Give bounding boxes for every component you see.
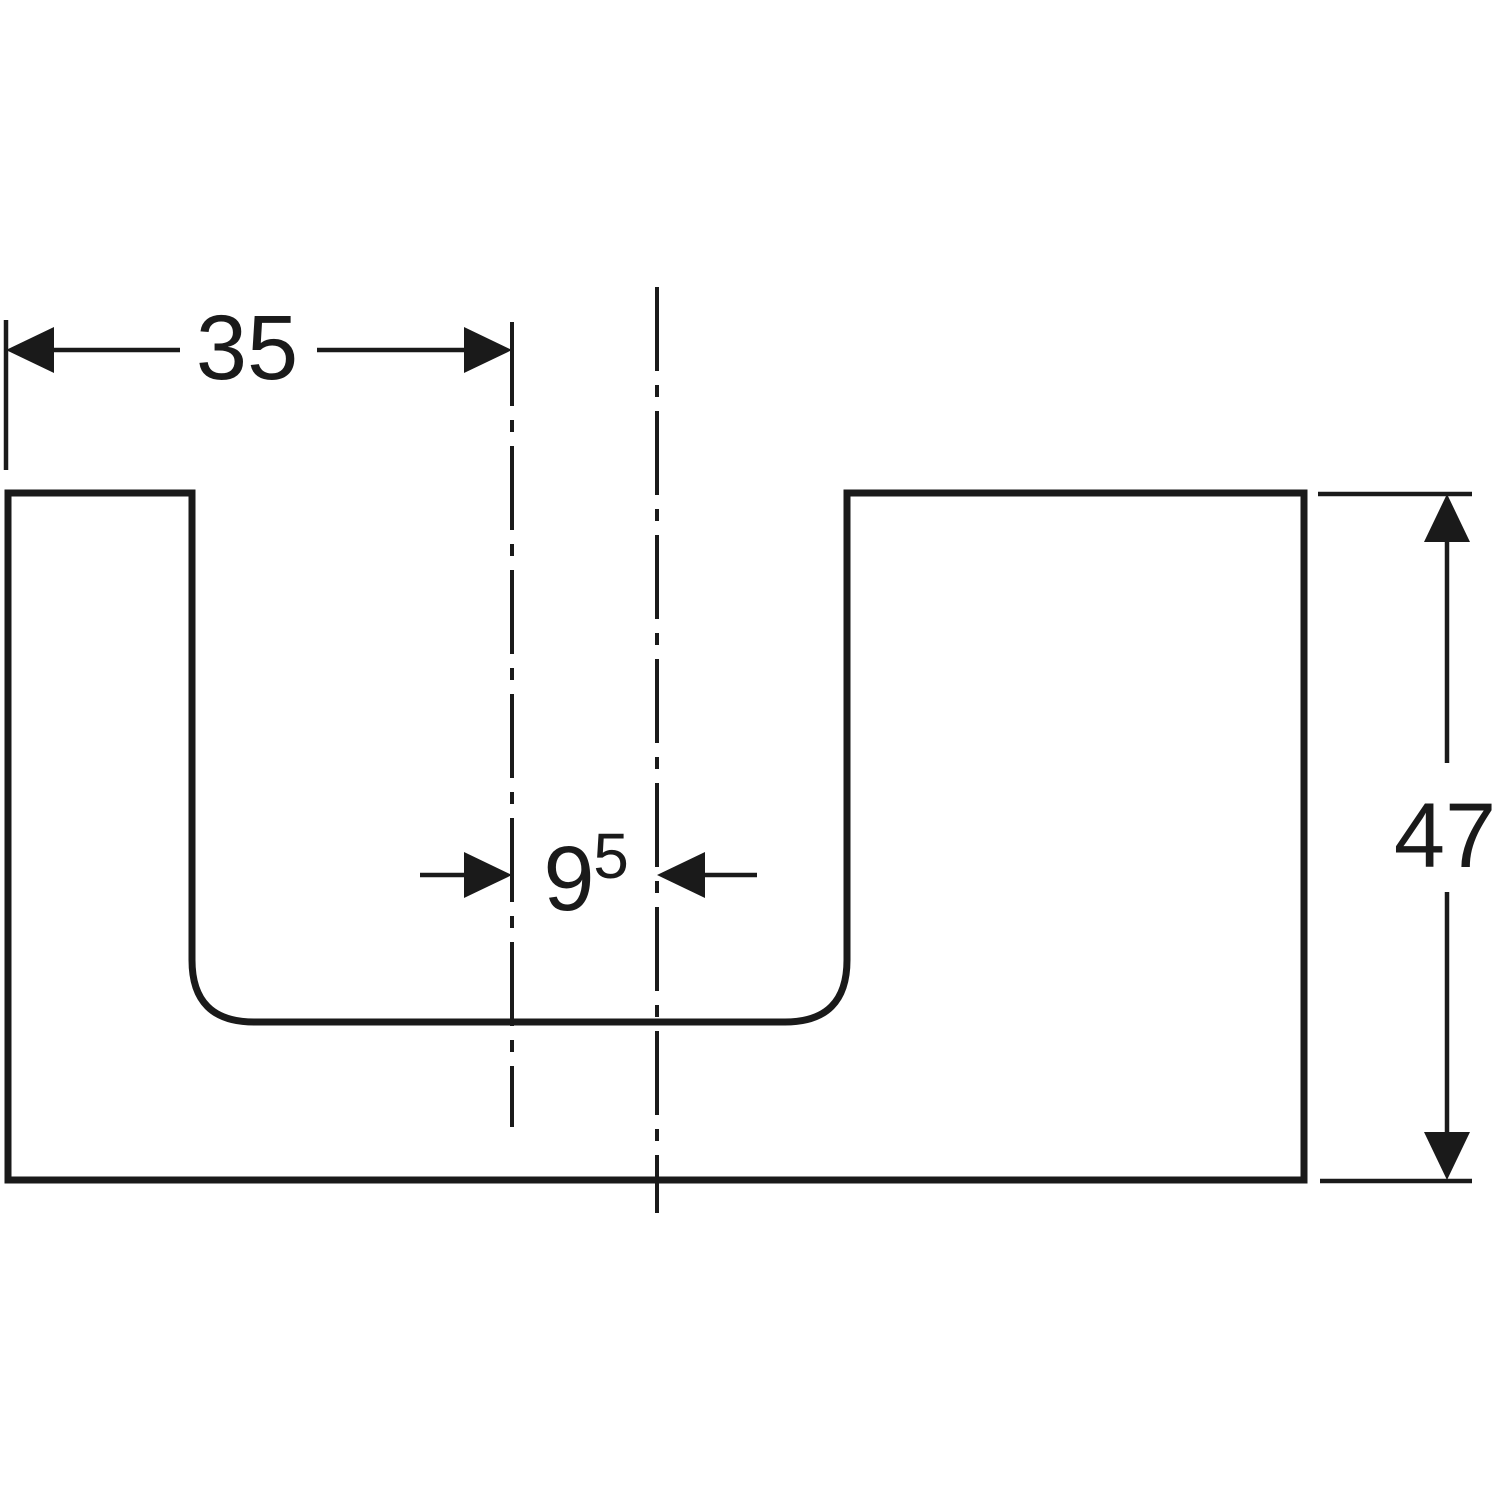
arrowhead-down-icon	[1424, 1132, 1470, 1180]
arrowhead-right-icon	[464, 852, 512, 898]
arrowhead-right-icon	[464, 327, 512, 373]
profile-outline	[4, 489, 1308, 1184]
dimension-center-offset-label: 9	[543, 828, 594, 930]
dimension-top-width: 35	[3, 297, 512, 470]
centerlines	[510, 287, 659, 1213]
dimension-right-height-label: 47	[1394, 785, 1496, 887]
dimension-center-offset-superscript: 5	[593, 820, 629, 892]
arrowhead-left-icon	[657, 852, 705, 898]
dimension-right-height: 47	[1318, 491, 1496, 1184]
profile-outline-path	[4, 489, 1308, 1184]
dimension-top-width-label: 35	[196, 297, 298, 399]
dimension-center-offset: 9 5	[420, 820, 757, 930]
arrowhead-up-icon	[1424, 494, 1470, 542]
arrowhead-left-icon	[6, 327, 54, 373]
